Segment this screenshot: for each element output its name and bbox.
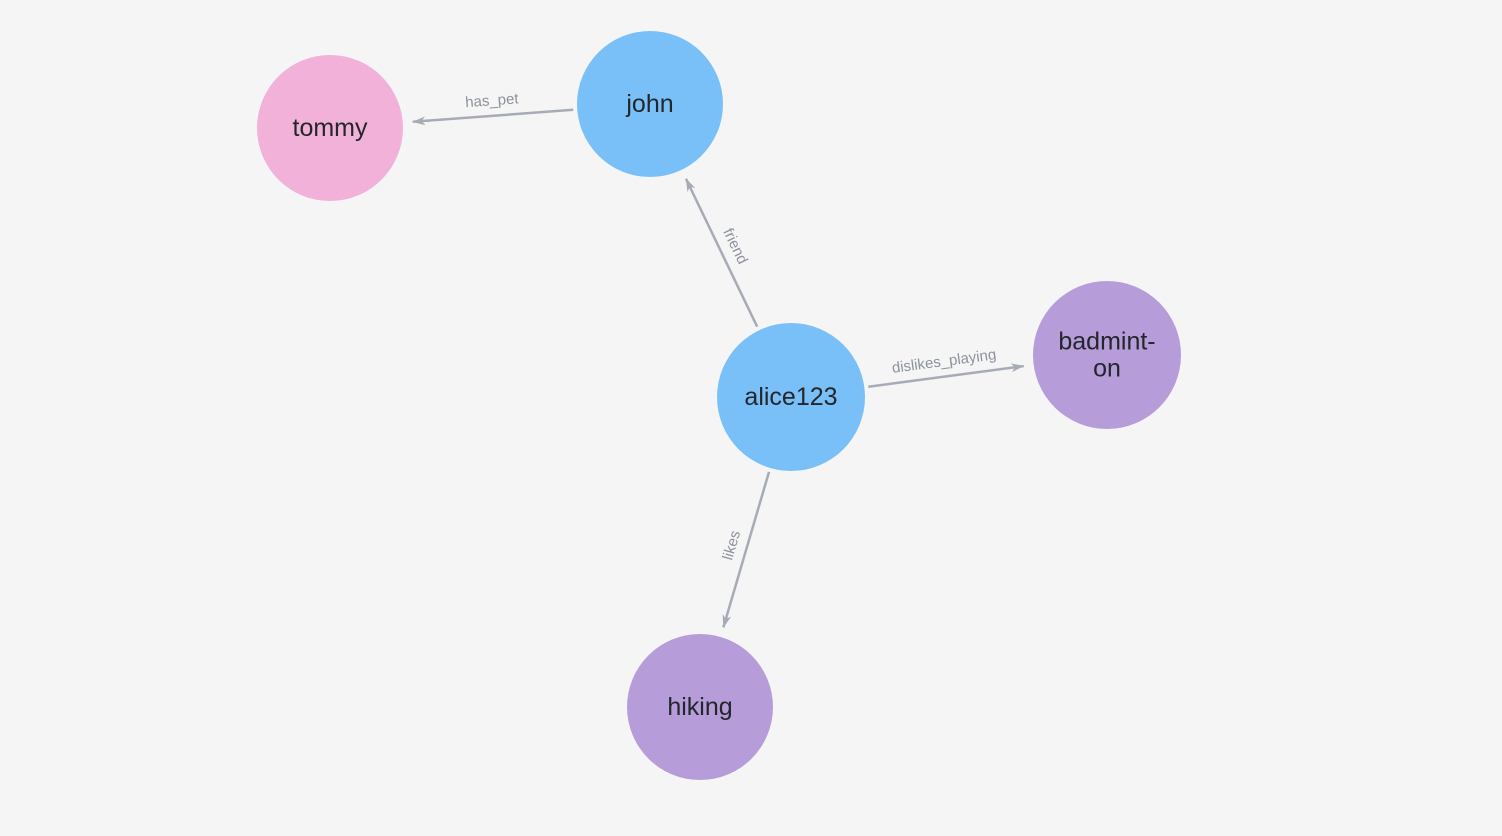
graph-node-john[interactable]: john <box>577 31 723 177</box>
edge-label-has-pet: has_pet <box>465 90 520 111</box>
node-circle-alice123[interactable] <box>717 323 865 471</box>
graph-node-badminton[interactable]: badmint-on <box>1033 281 1181 429</box>
graph-node-hiking[interactable]: hiking <box>627 634 773 780</box>
node-circle-john[interactable] <box>577 31 723 177</box>
graph-edge-friend[interactable] <box>684 178 759 328</box>
node-label-hiking: hiking <box>667 693 732 721</box>
edge-label-likes: likes <box>719 529 744 563</box>
graph-node-alice123[interactable]: alice123 <box>717 323 865 471</box>
node-label-alice123: alice123 <box>744 383 837 411</box>
node-circle-tommy[interactable] <box>257 55 403 201</box>
node-label-john: john <box>625 90 673 118</box>
graph-edge-likes[interactable] <box>722 471 771 628</box>
node-circle-badminton[interactable] <box>1033 281 1181 429</box>
node-circle-hiking[interactable] <box>627 634 773 780</box>
graph-edge-has-pet[interactable] <box>412 108 574 126</box>
node-label-badminton: badmint-on <box>1058 328 1155 383</box>
graph-edge-dislikes-playing[interactable] <box>868 363 1025 388</box>
node-label-tommy: tommy <box>293 114 369 142</box>
graph-node-tommy[interactable]: tommy <box>257 55 403 201</box>
